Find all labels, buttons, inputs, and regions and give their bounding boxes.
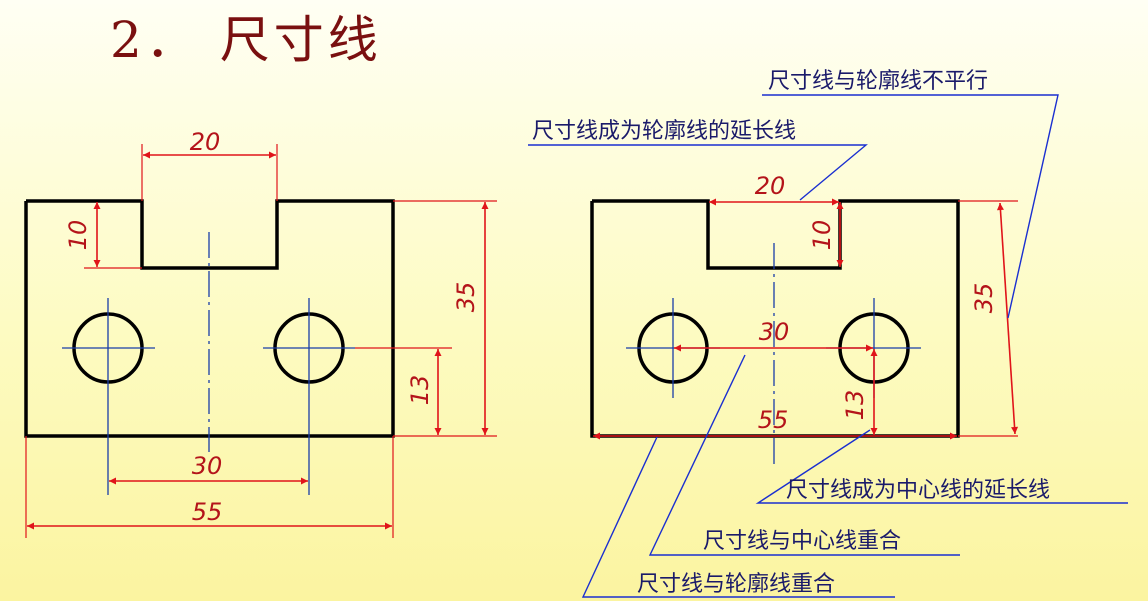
left-dim-10-text: 10 (64, 220, 92, 251)
left-dim-35-text: 35 (452, 282, 480, 313)
right-dim-13-text: 13 (841, 390, 869, 421)
right-dim-55-text: 55 (758, 406, 789, 434)
note-coincides-centerline: 尺寸线与中心线重合 (703, 529, 901, 554)
left-dim-30-text: 30 (192, 452, 223, 480)
note-coincides-outline: 尺寸线与轮廓线重合 (637, 572, 835, 597)
leader-coincides-outline (581, 436, 895, 598)
right-drawing: 20 10 35 13 30 55 尺寸线与轮廓线不平行 尺寸线成为轮廓线的延长… (528, 69, 1128, 598)
note-extension-of-centerline: 尺寸线成为中心线的延长线 (786, 478, 1050, 503)
slide-title: 2． 尺寸线 (110, 11, 382, 69)
leader-extension-of-centerline (755, 429, 1128, 504)
left-drawing: 20 10 35 13 30 55 (24, 128, 497, 538)
right-dim-30-text: 30 (759, 318, 790, 346)
left-dim-13-text: 13 (406, 375, 434, 406)
right-dim-35-text: 35 (970, 283, 998, 314)
leader-not-parallel (762, 94, 1059, 319)
right-dim-20-text: 20 (755, 172, 786, 200)
right-dim-10-text: 10 (808, 220, 836, 251)
left-dim-20-text: 20 (190, 128, 221, 156)
leader-extension-of-outline (528, 144, 868, 201)
leader-coincides-centerline (648, 354, 960, 556)
left-dim-55-text: 55 (192, 498, 223, 526)
note-extension-of-outline: 尺寸线成为轮廓线的延长线 (532, 119, 796, 144)
note-not-parallel: 尺寸线与轮廓线不平行 (768, 69, 988, 94)
right-dim-35-line (996, 202, 1019, 435)
